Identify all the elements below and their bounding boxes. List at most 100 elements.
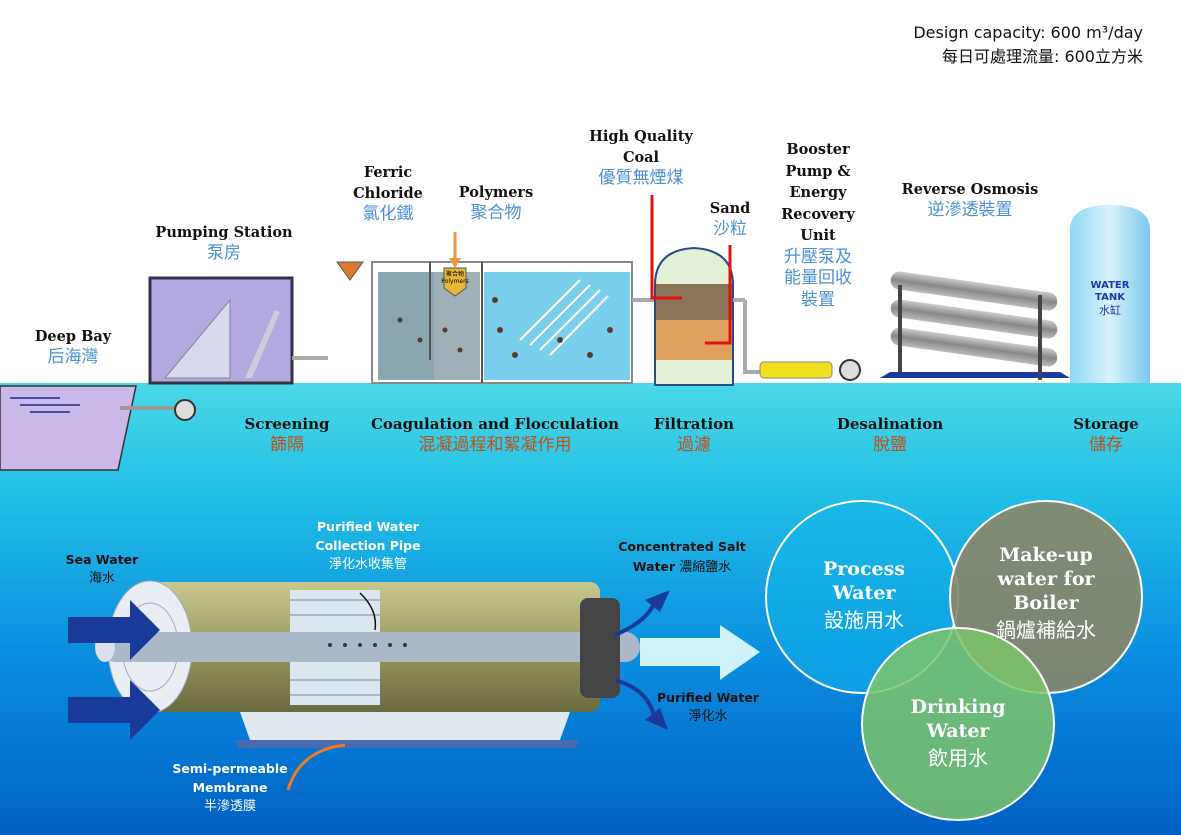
deep-bay-basin (0, 385, 137, 471)
zh: 儲存 (1088, 435, 1123, 455)
en: Water (832, 582, 896, 604)
en: Desalination (836, 415, 944, 433)
zh: 淨化水 (688, 709, 728, 724)
en: Coal (622, 149, 660, 166)
sand-arrow (705, 245, 732, 345)
en: Concentrated Salt (618, 539, 746, 554)
en: Sea Water (65, 552, 139, 567)
purified-out-arrow (640, 625, 760, 680)
en: Filtration (653, 415, 735, 433)
en: Sand (709, 200, 751, 217)
intake-pump-icon (174, 399, 196, 421)
stage-filtration: Filtration 過濾 (654, 414, 734, 456)
zh: 后海灣 (47, 347, 99, 367)
zh: 飲用水 (928, 746, 988, 770)
en: Purified Water (317, 519, 419, 534)
stage-storage: Storage 儲存 (1073, 414, 1138, 456)
membrane-arrow (286, 743, 346, 791)
capacity-en: Design capacity: 600 m³/day (913, 23, 1143, 42)
zh: 升壓泵及 (784, 246, 852, 267)
water-tank (1070, 205, 1150, 383)
stage-screening: Screening 篩隔 (245, 414, 330, 456)
en: Reverse Osmosis (901, 181, 1039, 198)
ro-base (880, 372, 1070, 378)
zh: 逆滲透裝置 (927, 200, 1013, 220)
en: Chloride (353, 185, 423, 202)
en: Membrane (192, 780, 268, 795)
pipe-pointer (359, 592, 377, 631)
zh: 水缸 (1099, 304, 1121, 317)
zh: 能量回收 (784, 268, 852, 288)
zh: 過濾 (676, 435, 711, 455)
zh: 濃縮鹽水 (679, 560, 732, 575)
stage-desalination: Desalination 脫鹽 (837, 414, 943, 456)
en: Process (822, 558, 906, 580)
en: Pump & (785, 162, 851, 180)
en: Unit (800, 227, 836, 244)
label-polymers: Polymers 聚合物 (459, 182, 534, 224)
membrane-module (95, 580, 640, 748)
en: Water (926, 720, 990, 742)
booster-fan-icon (839, 359, 861, 381)
zh: 脫鹽 (873, 435, 907, 455)
en: Drinking (910, 696, 1006, 718)
label-purified-water: Purified Water 淨化水 (657, 688, 759, 726)
zh: 裝置 (801, 289, 835, 310)
tag-en: Polymers (441, 278, 469, 285)
en: Collection Pipe (315, 538, 421, 553)
polymer-hopper (443, 267, 467, 297)
venn-drinking (861, 627, 1055, 821)
capacity-zh: 每日可處理流量: 600立方米 (941, 47, 1143, 66)
ferric-hopper (336, 261, 364, 281)
sea-water-arrow (68, 600, 160, 660)
en: Coagulation and Flocculation (370, 415, 620, 433)
zh: 泵房 (207, 243, 241, 263)
zh: 篩隔 (270, 435, 304, 455)
design-capacity: Design capacity: 600 m³/day 每日可處理流量: 600立… (913, 21, 1143, 69)
zh: 混凝過程和絮凝作用 (418, 435, 572, 455)
en: Water (632, 559, 676, 574)
en: Storage (1073, 415, 1139, 433)
zh: 聚合物 (470, 203, 522, 223)
label-pumping-station: Pumping Station 泵房 (155, 222, 292, 264)
en: Polymers (458, 184, 534, 201)
en: Recovery (781, 205, 855, 223)
en: Boiler (1013, 592, 1079, 614)
en: TANK (1095, 292, 1125, 303)
zh: 沙粒 (713, 219, 747, 239)
en: Screening (244, 415, 330, 433)
label-reverse-osmosis: Reverse Osmosis 逆滲透裝置 (902, 179, 1039, 221)
en: WATER (1090, 280, 1130, 291)
en: Semi-permeable (172, 761, 288, 776)
en: water for (997, 568, 1095, 590)
en: Pumping Station (155, 224, 293, 241)
en: Booster (786, 141, 850, 158)
zh: 半滲透膜 (203, 799, 256, 814)
sea-water-arrow (68, 680, 160, 740)
stage-coagulation: Coagulation and Flocculation 混凝過程和絮凝作用 (371, 414, 619, 456)
tag-zh: 聚合物 (445, 271, 465, 278)
en: High Quality (589, 128, 693, 145)
zh: 海水 (88, 571, 116, 586)
coal-arrow (650, 195, 682, 300)
reverse-osmosis-unit (890, 271, 1058, 380)
en: Purified Water (657, 690, 759, 705)
en: Energy (789, 184, 847, 201)
zh: 設施用水 (824, 608, 904, 632)
zh: 鍋爐補給水 (996, 618, 1096, 642)
en: Ferric (363, 164, 413, 181)
zh: 氯化鐵 (362, 204, 414, 224)
